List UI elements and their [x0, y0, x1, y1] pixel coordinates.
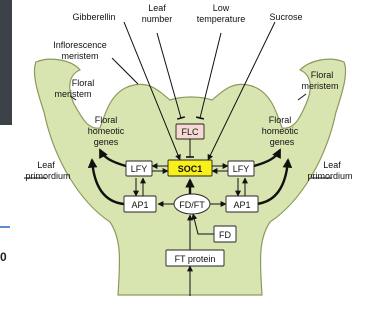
leaf-number-label-1: Leaf	[148, 3, 166, 13]
lfy-left-label: LFY	[131, 164, 148, 174]
gibberellin-label: Gibberellin	[72, 12, 115, 22]
leaf-number-label-2: number	[142, 14, 173, 24]
leaf-primordium-left-label-2: primordium	[25, 171, 70, 181]
low-temperature-label-1: Low	[213, 3, 230, 13]
floral-homeotic-right-label-3: genes	[270, 137, 295, 147]
floral-meristem-right-label-1: Floral	[311, 70, 334, 80]
floral-meristem-left-label-1: Floral	[72, 78, 95, 88]
ft-protein-label: FT protein	[175, 254, 216, 264]
inflorescence-meristem-leader	[112, 58, 138, 84]
leaf-primordium-right-label-2: primordium	[307, 171, 352, 181]
ap1-left-label: AP1	[131, 200, 148, 210]
floral-homeotic-right-label-2: homeotic	[262, 126, 299, 136]
fd-label: FD	[219, 230, 231, 240]
lfy-right-label: LFY	[233, 164, 250, 174]
soc1-label: SOC1	[178, 164, 203, 174]
floral-homeotic-left-label-3: genes	[94, 137, 119, 147]
inflorescence-meristem-label-2: meristem	[61, 51, 98, 61]
flc-label: FLC	[181, 127, 199, 137]
floral-meristem-right-leader	[298, 94, 306, 100]
fdft-label: FD/FT	[179, 200, 205, 210]
ap1-right-label: AP1	[233, 200, 250, 210]
inflorescence-meristem-label-1: Inflorescence	[53, 40, 107, 50]
floral-homeotic-left-label-1: Floral	[95, 115, 118, 125]
floral-homeotic-right-label-1: Floral	[269, 115, 292, 125]
low-temperature-label-2: temperature	[197, 14, 246, 24]
floral-homeotic-left-label-2: homeotic	[88, 126, 125, 136]
leaf-primordium-right-label-1: Leaf	[323, 160, 341, 170]
sucrose-label: Sucrose	[269, 12, 302, 22]
floral-meristem-right-label-2: meristem	[301, 81, 338, 91]
leaf-primordium-left-label-1: Leaf	[37, 160, 55, 170]
floral-meristem-left-label-2: meristem	[54, 89, 91, 99]
